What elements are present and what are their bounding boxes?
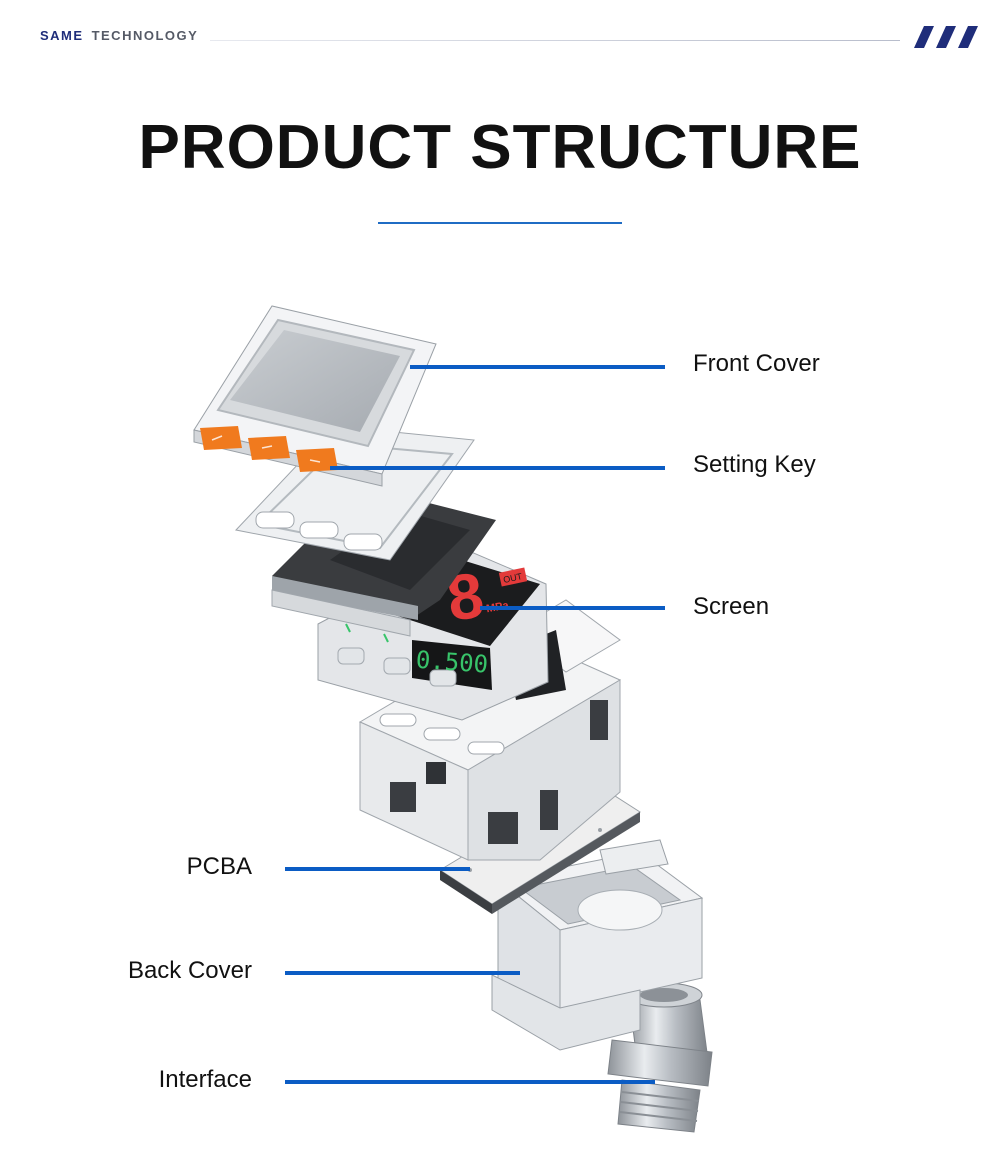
leader-back-cover (285, 971, 520, 975)
brand-logo: SAME TECHNOLOGY (40, 28, 198, 43)
leader-interface (285, 1080, 655, 1084)
leader-screen (480, 606, 665, 610)
title-underline (378, 222, 622, 224)
brand-secondary: TECHNOLOGY (91, 28, 199, 43)
label-interface: Interface (158, 1066, 252, 1093)
brand-primary: SAME (40, 28, 84, 43)
front-cover-part (193, 305, 437, 487)
setting-key-part (200, 426, 338, 472)
label-setting-key: Setting Key (693, 451, 816, 478)
screen-sub-readout: 0.500 (415, 646, 489, 679)
leader-setting-key (330, 466, 665, 470)
header-rule (210, 40, 900, 41)
screen-out-badge: OUT (502, 571, 523, 585)
page-title: PRODUCT STRUCTURE (138, 113, 862, 182)
label-screen: Screen (693, 593, 770, 620)
label-front-cover: Front Cover (693, 350, 820, 377)
membrane-sheet-part (271, 486, 496, 637)
screen-part: 8 OUT MPa 0.500 (317, 547, 549, 721)
leader-front-cover (410, 365, 665, 369)
label-back-cover: Back Cover (127, 957, 252, 984)
leader-pcba (285, 867, 470, 871)
label-pcba: PCBA (186, 853, 252, 880)
slash-stripes-icon (914, 26, 978, 48)
